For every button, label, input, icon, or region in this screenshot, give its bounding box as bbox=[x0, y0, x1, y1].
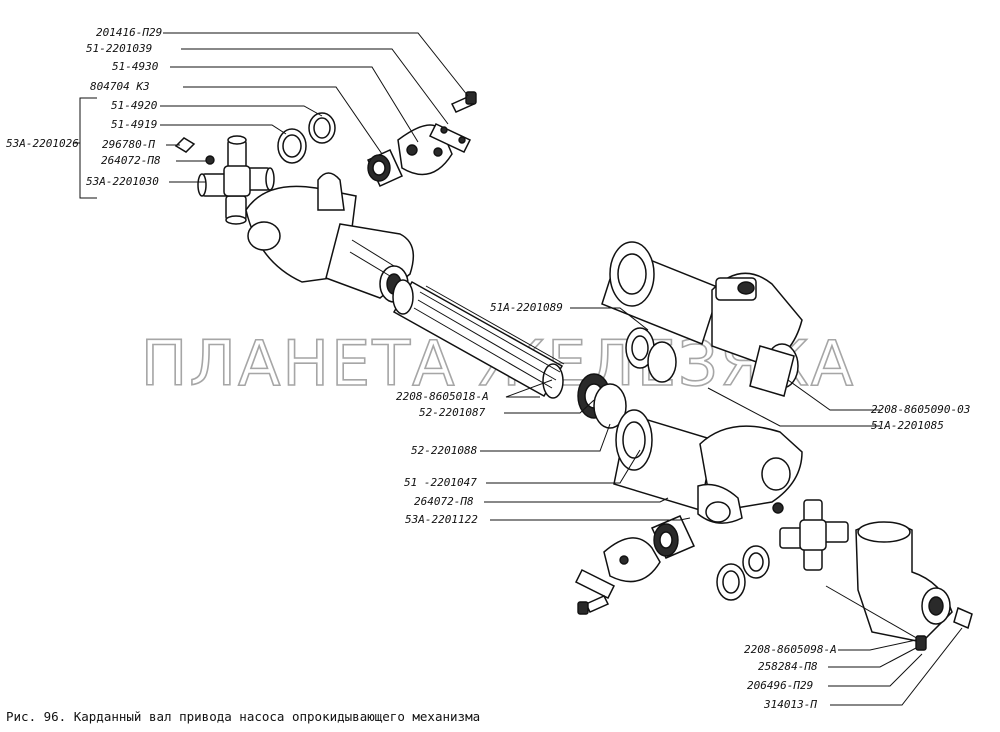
figure-caption: Рис. 96. Карданный вал привода насоса оп… bbox=[6, 709, 480, 724]
label-314013-p: 314013-П bbox=[763, 698, 817, 711]
lower-cap-plate bbox=[603, 537, 661, 583]
label-51-4930: 51-4930 bbox=[112, 60, 159, 73]
end-yoke-right bbox=[855, 521, 953, 643]
lower-lock-plate bbox=[574, 568, 616, 600]
label-51-2201047: 51 -2201047 bbox=[404, 476, 477, 489]
label-51-4919: 51-4919 bbox=[111, 118, 157, 131]
lower-seal-rings bbox=[716, 545, 770, 601]
lower-bolt bbox=[577, 595, 610, 615]
label-2208-8605090-03: 2208-8605090-03 bbox=[871, 403, 970, 416]
lock-plate-top bbox=[428, 123, 472, 153]
label-51a-2201085: 51А-2201085 bbox=[871, 419, 944, 432]
splined-shaft bbox=[392, 279, 565, 399]
label-258284-p8: 258284-П8 bbox=[758, 660, 818, 673]
label-2208-8605018-a: 2208-8605018-А bbox=[396, 390, 489, 403]
label-52-2201088: 52-2201088 bbox=[411, 444, 478, 457]
grease-fitting-top bbox=[174, 137, 215, 165]
leader-lines bbox=[74, 32, 963, 706]
lower-cross-spider bbox=[772, 499, 849, 571]
lower-bearing bbox=[650, 515, 696, 559]
ring-51a-2201089 bbox=[625, 327, 677, 383]
upper-right-joint-assembly bbox=[601, 241, 803, 397]
key-314013 bbox=[953, 606, 973, 630]
label-53a-2201030: 53А-2201030 bbox=[86, 175, 159, 188]
label-264072-p8-top: 264072-П8 bbox=[101, 154, 161, 167]
lower-pin-bolt bbox=[825, 585, 927, 651]
part-labels: 201416-П29 51-2201039 51-4930 804704 К3 … bbox=[6, 26, 970, 711]
label-2208-8605098-a: 2208-8605098-А bbox=[744, 643, 837, 656]
cross-spider-top bbox=[197, 135, 275, 225]
bolt-top bbox=[450, 91, 477, 113]
tube-2208-8605090-03 bbox=[601, 241, 721, 345]
lower-tube-yoke bbox=[613, 409, 803, 524]
label-51-2201039: 51-2201039 bbox=[86, 42, 152, 55]
cross-joint-right bbox=[711, 272, 803, 397]
label-264072-p8-mid: 264072-П8 bbox=[414, 495, 474, 508]
label-201416-p29: 201416-П29 bbox=[96, 26, 162, 39]
label-296780-p: 296780-П bbox=[102, 138, 155, 151]
yoke-53a-2201030 bbox=[245, 172, 415, 303]
top-left-yoke-assembly bbox=[174, 91, 477, 303]
label-53a-2201122: 53А-2201122 bbox=[405, 513, 478, 526]
label-51-4920: 51-4920 bbox=[111, 99, 158, 112]
label-52-2201087: 52-2201087 bbox=[419, 406, 486, 419]
seal-ring-51-4919 bbox=[277, 128, 307, 164]
needle-bearing-top bbox=[367, 149, 403, 187]
group-label-53a-2201026: 53А-2201026 bbox=[6, 137, 79, 150]
seal-ring-51-4920 bbox=[308, 112, 336, 144]
label-804704-k3: 804704 К3 bbox=[90, 80, 150, 93]
label-206496-p29: 206496-П29 bbox=[747, 679, 813, 692]
label-51a-2201089: 51А-2201089 bbox=[490, 301, 563, 314]
